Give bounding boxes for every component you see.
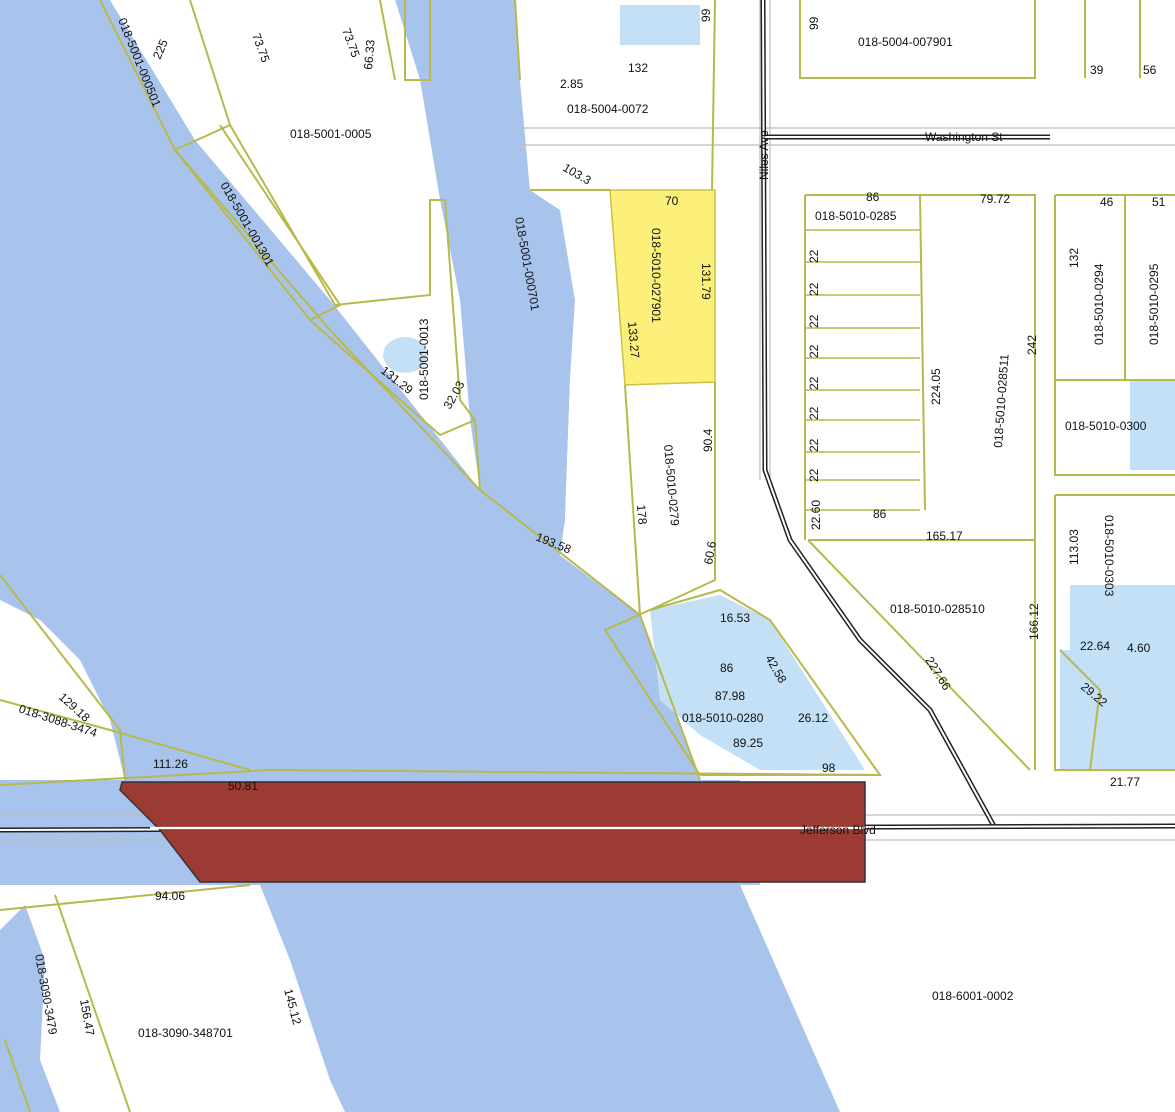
- dim-label: 165.17: [926, 529, 963, 543]
- pond-south-east: [650, 595, 865, 770]
- parcel-label: 018-5010-0295: [1147, 263, 1161, 345]
- dim-label: 98: [822, 761, 836, 775]
- dim-label: 90.4: [701, 428, 715, 452]
- dim-label: 22: [807, 468, 821, 482]
- parcel-label: 018-5004-007901: [858, 35, 953, 49]
- dim-label: 132: [628, 61, 648, 75]
- dim-label: 224.05: [929, 368, 943, 405]
- parcel-label: 018-5004-0072: [567, 102, 649, 116]
- dim-label: 87.98: [715, 689, 745, 703]
- dim-label: 79.72: [980, 192, 1010, 206]
- parcel-label: 018-6001-0002: [932, 989, 1014, 1003]
- south-water-edge: [0, 905, 60, 1112]
- dim-label: 4.60: [1127, 641, 1151, 655]
- pond-north: [620, 5, 700, 45]
- dim-label: 22: [807, 438, 821, 452]
- dim-label: 86: [720, 661, 734, 675]
- dim-label: 132: [1067, 248, 1081, 268]
- parcel-label: 018-5010-028510: [890, 602, 985, 616]
- pond-small: [383, 337, 427, 373]
- dim-label: 131.79: [699, 263, 713, 300]
- dim-label: 22: [807, 376, 821, 390]
- dim-label: 22.60: [809, 500, 823, 530]
- parcel-label: 018-5010-0303: [1102, 515, 1116, 597]
- dim-label: 51: [1152, 195, 1166, 209]
- dim-label: 178: [634, 504, 650, 525]
- dim-label: 2.85: [560, 77, 584, 91]
- dim-label: 156.47: [77, 998, 97, 1037]
- dim-label: 99: [699, 8, 713, 22]
- dim-label: 22: [807, 406, 821, 420]
- parcel-label: 018-5010-028511: [991, 353, 1012, 448]
- street-label-washington: Washington St: [925, 130, 1003, 144]
- south-land: [0, 885, 345, 1112]
- dim-label: 46: [1100, 195, 1114, 209]
- parcel-label: 018-5010-0300: [1065, 419, 1147, 433]
- parcel-label: 018-3090-348701: [138, 1026, 233, 1040]
- street-label-niles: Niles Ave: [757, 130, 771, 180]
- dim-label: 22: [807, 344, 821, 358]
- dim-label: 22: [807, 249, 821, 263]
- dim-label: 22: [807, 314, 821, 328]
- west-shore: [0, 600, 125, 780]
- south-east-land: [740, 885, 1175, 1112]
- parcel-label: 018-5010-027901: [649, 228, 663, 323]
- dim-label: 94.06: [155, 889, 185, 903]
- dim-label: 22.64: [1080, 639, 1110, 653]
- dim-label: 16.53: [720, 611, 750, 625]
- dim-label: 166.12: [1027, 603, 1041, 640]
- dim-label: 22: [807, 282, 821, 296]
- dim-label: 26.12: [798, 711, 828, 725]
- street-label-jefferson: Jefferson Blvd: [800, 823, 876, 837]
- dim-label: 66.33: [361, 39, 378, 70]
- dim-label: 242: [1025, 335, 1039, 355]
- parcel-label: 018-5010-0285: [815, 209, 897, 223]
- north-west-land: [110, 0, 480, 490]
- dim-label: 89.25: [733, 736, 763, 750]
- parcel-label: 018-5001-0005: [290, 127, 372, 141]
- dim-label: 60.6: [701, 540, 719, 566]
- pond-east-3: [1130, 380, 1175, 470]
- dim-label: 111.26: [153, 757, 188, 771]
- river-channel: [395, 0, 575, 555]
- dim-label: 56: [1143, 63, 1157, 77]
- dim-label: 50.81: [228, 779, 258, 793]
- dim-label: 113.03: [1067, 529, 1081, 565]
- lot-lines: [805, 229, 920, 511]
- parcel-label: 018-5001-0013: [417, 318, 431, 400]
- dim-label: 86: [873, 507, 887, 521]
- dim-label: 99: [807, 16, 821, 30]
- dim-label: 70: [665, 194, 679, 208]
- parcel-label: 018-5010-0280: [682, 711, 764, 725]
- dim-label: 86: [866, 190, 880, 204]
- dim-label: 39: [1090, 63, 1104, 77]
- dim-label: 21.77: [1110, 775, 1140, 789]
- parcel-label: 018-5010-0294: [1092, 263, 1106, 345]
- dim-label: 133.27: [625, 321, 642, 359]
- bridge-deck[interactable]: [119, 781, 866, 883]
